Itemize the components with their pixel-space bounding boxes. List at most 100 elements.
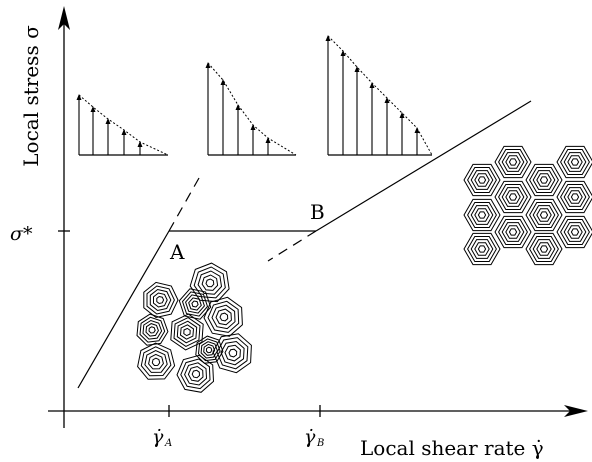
cell-icon	[136, 313, 169, 346]
cell-ring	[563, 152, 587, 172]
cell-icon	[463, 163, 501, 197]
cell-ring	[463, 232, 501, 266]
cell-ring	[470, 239, 494, 259]
arrow-head-icon	[340, 50, 346, 56]
cell-ring	[180, 358, 211, 390]
cell-ring	[525, 163, 563, 197]
cell-ring	[220, 340, 245, 366]
cell-ring	[532, 239, 556, 259]
cell-ring	[563, 222, 587, 242]
cell-icon	[137, 342, 176, 380]
cell-ring	[181, 291, 209, 317]
cell-ring	[463, 198, 501, 232]
arrow-head-icon	[369, 82, 375, 88]
arrow-head-icon	[205, 62, 211, 68]
cell-ring	[467, 202, 497, 228]
cell-ring	[498, 219, 528, 245]
cell-ring	[536, 208, 552, 222]
cell-ring	[191, 369, 201, 379]
cell-ring	[151, 357, 161, 367]
arrow-head-icon	[90, 106, 96, 112]
cell-ring	[539, 245, 549, 253]
cell-ring	[570, 193, 580, 201]
cell-ring	[224, 344, 241, 362]
cell-ring	[200, 341, 218, 359]
cell-icon	[203, 296, 243, 337]
cell-ring	[498, 149, 528, 175]
arrow-head-icon	[105, 118, 111, 124]
point-b-label: B	[310, 200, 325, 224]
cell-ring	[570, 228, 580, 236]
cell-ring	[467, 236, 497, 262]
arrow-head-icon	[137, 141, 143, 147]
cell-icon	[525, 198, 563, 232]
cell-icon	[143, 281, 179, 319]
y-axis-label: Local stress σ	[19, 25, 43, 167]
cell-ring	[197, 270, 223, 295]
cell-ring	[474, 208, 490, 222]
cell-icon	[176, 354, 215, 393]
cell-icon	[178, 288, 212, 320]
cell-ring	[170, 313, 204, 351]
cell-icon	[556, 215, 592, 249]
cell-ring	[539, 211, 549, 219]
x-axis-label: Local shear rate γ̇	[360, 436, 544, 460]
cell-ring	[207, 300, 240, 333]
cell-ring	[501, 152, 525, 172]
cell-icon	[494, 180, 532, 214]
arrow-head-icon	[354, 66, 360, 72]
arrow-head-icon	[265, 137, 271, 143]
cell-ring	[494, 215, 532, 249]
cell-icon	[212, 333, 252, 374]
cell-ring	[529, 236, 559, 262]
cell-ring	[567, 190, 583, 204]
y-axis-arrow-icon	[58, 6, 70, 30]
cell-ring	[556, 180, 592, 214]
x-tick-sub-a: A	[164, 438, 172, 449]
cell-ring	[556, 145, 592, 179]
cell-ring	[140, 346, 172, 377]
cell-ring	[188, 297, 202, 311]
ordered-cell-cluster	[463, 145, 592, 266]
cell-ring	[156, 295, 165, 305]
cell-ring	[556, 215, 592, 249]
cell-ring	[148, 326, 156, 334]
cell-ring	[211, 304, 236, 330]
x-axis-arrow-icon	[564, 405, 588, 417]
cell-ring	[477, 245, 487, 253]
cell-icon	[170, 313, 204, 351]
cell-ring	[149, 288, 172, 312]
cell-ring	[219, 312, 229, 322]
cell-ring	[536, 173, 552, 187]
cell-ring	[467, 167, 497, 193]
arrow-head-icon	[414, 127, 420, 133]
cell-ring	[508, 193, 518, 201]
cell-ring	[187, 365, 204, 382]
cell-ring	[474, 173, 490, 187]
cell-ring	[536, 242, 552, 256]
cell-ring	[197, 338, 221, 362]
cell-ring	[216, 337, 249, 370]
cell-ring	[532, 205, 556, 225]
cell-ring	[153, 292, 168, 308]
profile-envelope	[327, 35, 433, 156]
flow-curve	[77, 100, 532, 389]
point-a-label: A	[169, 240, 185, 264]
arrow-head-icon	[235, 104, 241, 110]
cell-ring	[567, 155, 583, 169]
cell-ring	[505, 155, 521, 169]
cell-ring	[505, 190, 521, 204]
cell-ring	[137, 342, 176, 380]
cell-ring	[203, 343, 216, 356]
cell-ring	[185, 294, 205, 314]
cell-ring	[176, 354, 215, 393]
cell-ring	[193, 266, 226, 299]
velocity-profile-3	[325, 35, 433, 156]
cell-ring	[477, 176, 487, 184]
x-tick-sub-b: B	[316, 438, 324, 449]
arrow-head-icon	[384, 97, 390, 103]
cell-icon	[189, 262, 230, 303]
cell-ring	[148, 353, 164, 370]
solid-branch-low	[77, 230, 170, 389]
cell-ring	[463, 163, 501, 197]
